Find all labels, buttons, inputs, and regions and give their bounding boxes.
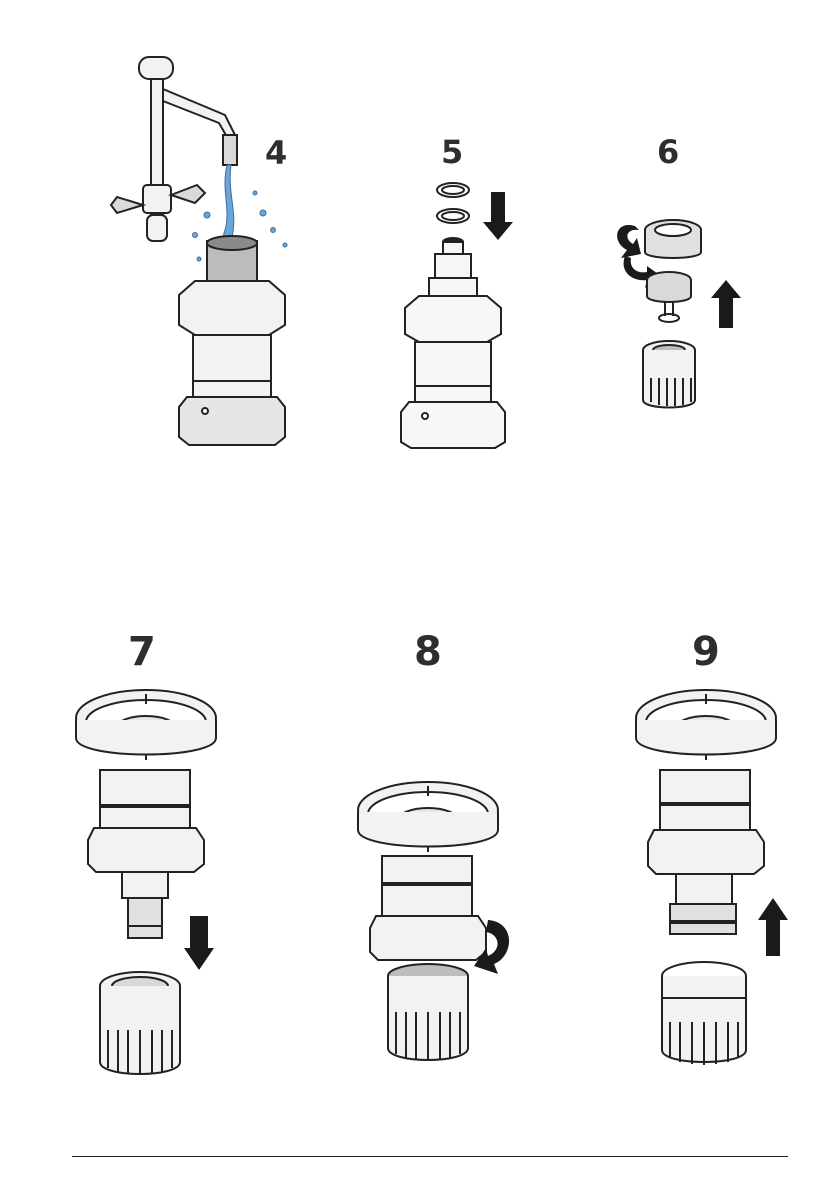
step-8-panel: 8 xyxy=(350,630,530,1085)
step-9-number: 9 xyxy=(692,632,720,672)
rotate-arrow-icon xyxy=(617,225,641,258)
step-6-number: 6 xyxy=(657,136,679,168)
step-9-illustration xyxy=(630,630,800,1085)
arrow-up-icon xyxy=(758,898,788,956)
step-9-panel: 9 xyxy=(630,630,800,1085)
arrow-up-icon xyxy=(711,280,741,328)
arrow-down-icon xyxy=(483,192,513,240)
funnel-top xyxy=(358,782,498,852)
step-6-illustration xyxy=(605,130,755,420)
base-with-slots xyxy=(388,964,468,1061)
base-with-slots xyxy=(662,962,746,1065)
step-6-panel: 6 xyxy=(605,130,755,420)
base-with-slots xyxy=(643,341,695,408)
step-7-illustration xyxy=(70,630,250,1085)
step-4-illustration xyxy=(95,45,315,465)
cap xyxy=(645,220,701,258)
footer-rule xyxy=(72,1156,788,1157)
step-7-panel: 7 xyxy=(70,630,250,1085)
filter-body xyxy=(179,236,285,445)
funnel-top xyxy=(76,690,216,760)
o-rings xyxy=(437,183,469,223)
filter-column xyxy=(88,770,204,938)
filter-column xyxy=(370,856,486,960)
step-8-illustration xyxy=(350,630,530,1085)
step-5-number: 5 xyxy=(441,136,463,168)
step-4-panel: 4 xyxy=(95,45,315,465)
step-4-number: 4 xyxy=(265,137,287,169)
arrow-down-icon xyxy=(184,916,214,970)
base-with-slots xyxy=(100,972,180,1075)
funnel-top xyxy=(636,690,776,760)
faucet xyxy=(111,57,237,241)
step-5-illustration xyxy=(395,130,535,460)
filter-body xyxy=(401,238,505,448)
step-8-number: 8 xyxy=(414,632,442,672)
filter-column xyxy=(648,770,764,934)
filter-disc xyxy=(647,272,691,322)
step-7-number: 7 xyxy=(128,632,156,672)
step-5-panel: 5 xyxy=(395,130,535,460)
